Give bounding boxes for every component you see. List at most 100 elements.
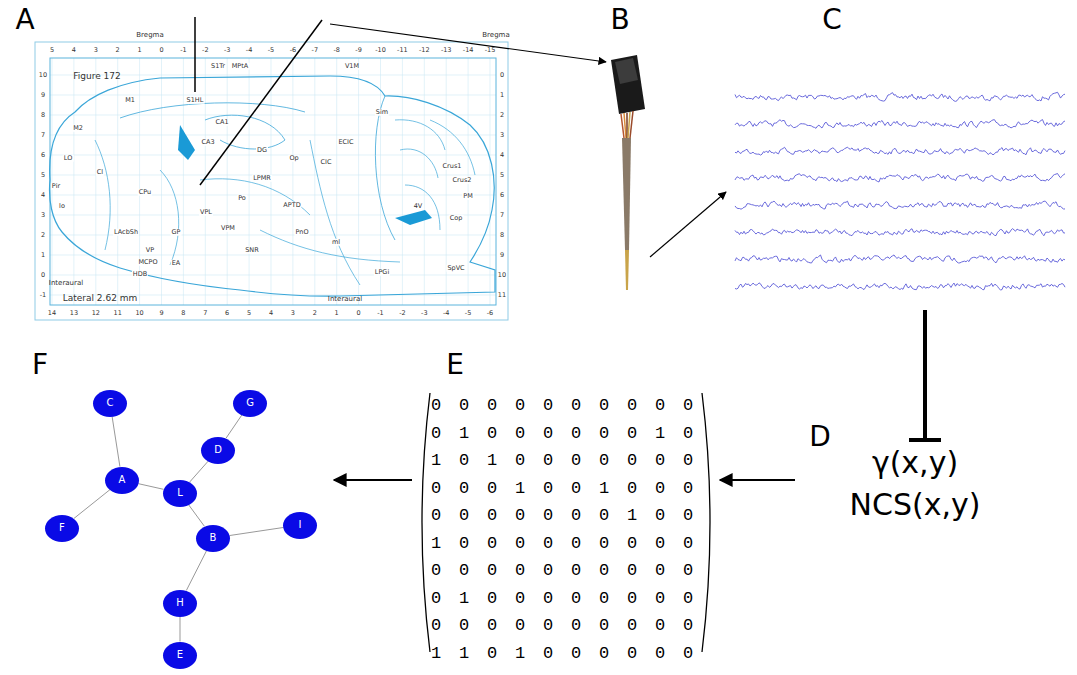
region-label: ml <box>331 239 341 246</box>
axis-number: 9 <box>41 92 45 99</box>
region-label: Po <box>237 195 247 202</box>
axis-number: 0 <box>357 310 361 317</box>
probe-wire <box>624 113 626 138</box>
axis-number: 8 <box>41 112 45 119</box>
axis-number: 1 <box>41 252 45 259</box>
axis-number: 5 <box>50 47 54 54</box>
axis-number: 4 <box>500 152 504 159</box>
region-label: Pir <box>51 183 61 190</box>
graph-node: D <box>201 437 235 464</box>
node-label: G <box>246 398 254 408</box>
fourth-ventricle <box>395 210 432 225</box>
axis-number: 8 <box>500 232 504 239</box>
axis-number: 9 <box>500 252 504 259</box>
axis-number: 6 <box>500 192 504 199</box>
axis-number: 4 <box>269 310 273 317</box>
axis-number: 1 <box>138 47 142 54</box>
grid-line <box>50 255 496 256</box>
map-arrow-shaft <box>923 310 927 440</box>
matrix-row: 0 1 0 0 0 0 0 0 1 0 <box>431 424 697 441</box>
atlas-caption: Figure 172 <box>73 72 121 81</box>
region-label: MCPO <box>137 259 158 266</box>
region-label: LAcbSh <box>113 229 139 236</box>
graph-edge <box>138 484 163 490</box>
lateral-ventricle <box>178 125 195 160</box>
region-label: V1M <box>344 63 360 70</box>
region-label: LPMR <box>252 175 272 182</box>
region-label: Crus1 <box>442 163 463 170</box>
axis-number: 0 <box>159 47 163 54</box>
cerebellar-folia <box>395 120 475 230</box>
graph-node: C <box>93 390 127 417</box>
axis-number: 10 <box>39 72 47 79</box>
axis-number: 11 <box>114 310 122 317</box>
probe-connector <box>611 55 645 114</box>
axis-number: -2 <box>399 310 405 317</box>
panel-letter: B <box>610 6 629 34</box>
axis-number: -1 <box>180 47 186 54</box>
axis-number: -10 <box>375 47 386 54</box>
panel-letter: D <box>809 423 831 451</box>
signal-trace <box>735 147 1065 155</box>
region-label: HDB <box>132 271 148 278</box>
matrix-row: 1 0 0 0 0 0 0 0 0 0 <box>431 534 697 551</box>
grid-line <box>50 95 496 96</box>
node-label: E <box>177 650 183 660</box>
signal-trace <box>735 92 1065 101</box>
axis-number: 9 <box>159 310 163 317</box>
node-label: C <box>107 398 114 408</box>
atlas-caption: Interaural <box>328 296 362 303</box>
region-label: Crus2 <box>452 177 473 184</box>
axis-number: -13 <box>441 47 452 54</box>
map-arrow-bar <box>909 438 941 442</box>
axis-number: 1 <box>500 92 504 99</box>
region-label: VPM <box>220 225 236 232</box>
axis-number: 11 <box>498 292 506 299</box>
axis-number: -9 <box>355 47 361 54</box>
axis-number: 3 <box>500 132 504 139</box>
axis-number: -3 <box>421 310 427 317</box>
probe-highlight <box>615 58 638 84</box>
region-label: Op <box>288 155 299 162</box>
region-label: LO <box>63 155 74 162</box>
matrix-row: 0 0 0 0 0 0 0 0 0 0 <box>431 617 697 634</box>
graph-node: I <box>283 512 317 539</box>
axis-number: 8 <box>181 310 185 317</box>
panel-letter: F <box>32 351 48 379</box>
axis-number: -1 <box>40 292 46 299</box>
graph-edge <box>190 461 208 482</box>
matrix-row: 0 0 0 0 0 0 0 1 0 0 <box>431 507 697 524</box>
atlas-caption: Interaural <box>49 280 83 287</box>
axis-number: 0 <box>41 272 45 279</box>
panel-letter: E <box>446 351 464 379</box>
arrow <box>334 479 412 481</box>
axis-number: 3 <box>94 47 98 54</box>
region-label: LPGi <box>374 269 390 276</box>
axis-number: 7 <box>41 132 45 139</box>
atlas-caption: Bregma <box>482 32 509 39</box>
region-label: DG <box>256 147 268 154</box>
axis-number: 1 <box>335 310 339 317</box>
graph-node: H <box>163 590 197 617</box>
formula-label: NCS(x,y) <box>850 490 981 520</box>
region-label: SpVC <box>446 265 465 272</box>
axis-number: 6 <box>41 152 45 159</box>
probe-tip <box>625 250 629 290</box>
region-label: ECIC <box>337 139 354 146</box>
matrix-row: 0 1 0 0 0 0 0 0 0 0 <box>431 589 697 606</box>
signal-trace <box>735 201 1065 209</box>
matrix-row: 0 0 0 1 0 0 1 0 0 0 <box>431 479 697 496</box>
graph-node: L <box>163 480 197 507</box>
matrix-row: 0 0 0 0 0 0 0 0 0 0 <box>431 397 697 414</box>
region-label: SNR <box>244 247 260 254</box>
region-label: CA3 <box>200 139 215 146</box>
grid-line <box>50 175 496 176</box>
axis-number: 4 <box>72 47 76 54</box>
axis-number: -6 <box>290 47 296 54</box>
signal-trace <box>735 174 1065 182</box>
probe-wire <box>626 113 628 138</box>
signal-trace <box>735 283 1065 290</box>
axis-number: 14 <box>48 310 56 317</box>
axis-number: 10 <box>498 272 506 279</box>
corpus-callosum <box>120 103 305 118</box>
